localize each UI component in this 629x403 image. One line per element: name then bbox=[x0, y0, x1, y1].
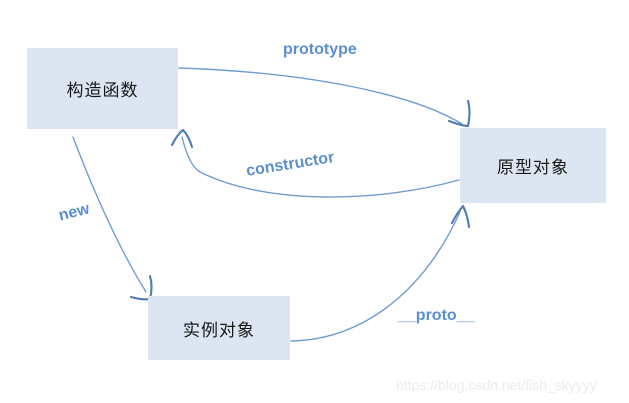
node-label: 构造函数 bbox=[66, 81, 139, 101]
node-label: 实例对象 bbox=[183, 320, 255, 341]
watermark-text: https://blog.csdn.net/fish_skyyyy bbox=[396, 377, 597, 393]
edge-label-proto: __proto__ bbox=[398, 307, 475, 324]
node-instance-object[interactable]: 实例对象 bbox=[148, 296, 290, 360]
edge-label-constructor: constructor bbox=[245, 149, 336, 180]
node-prototype-object[interactable]: 原型对象 bbox=[460, 128, 606, 203]
edge-label-new: new bbox=[57, 200, 92, 225]
node-constructor-function[interactable]: 构造函数 bbox=[27, 48, 178, 129]
edge-prototype bbox=[178, 67, 471, 128]
node-label: 原型对象 bbox=[497, 158, 569, 178]
edge-label-prototype: prototype bbox=[283, 41, 357, 58]
